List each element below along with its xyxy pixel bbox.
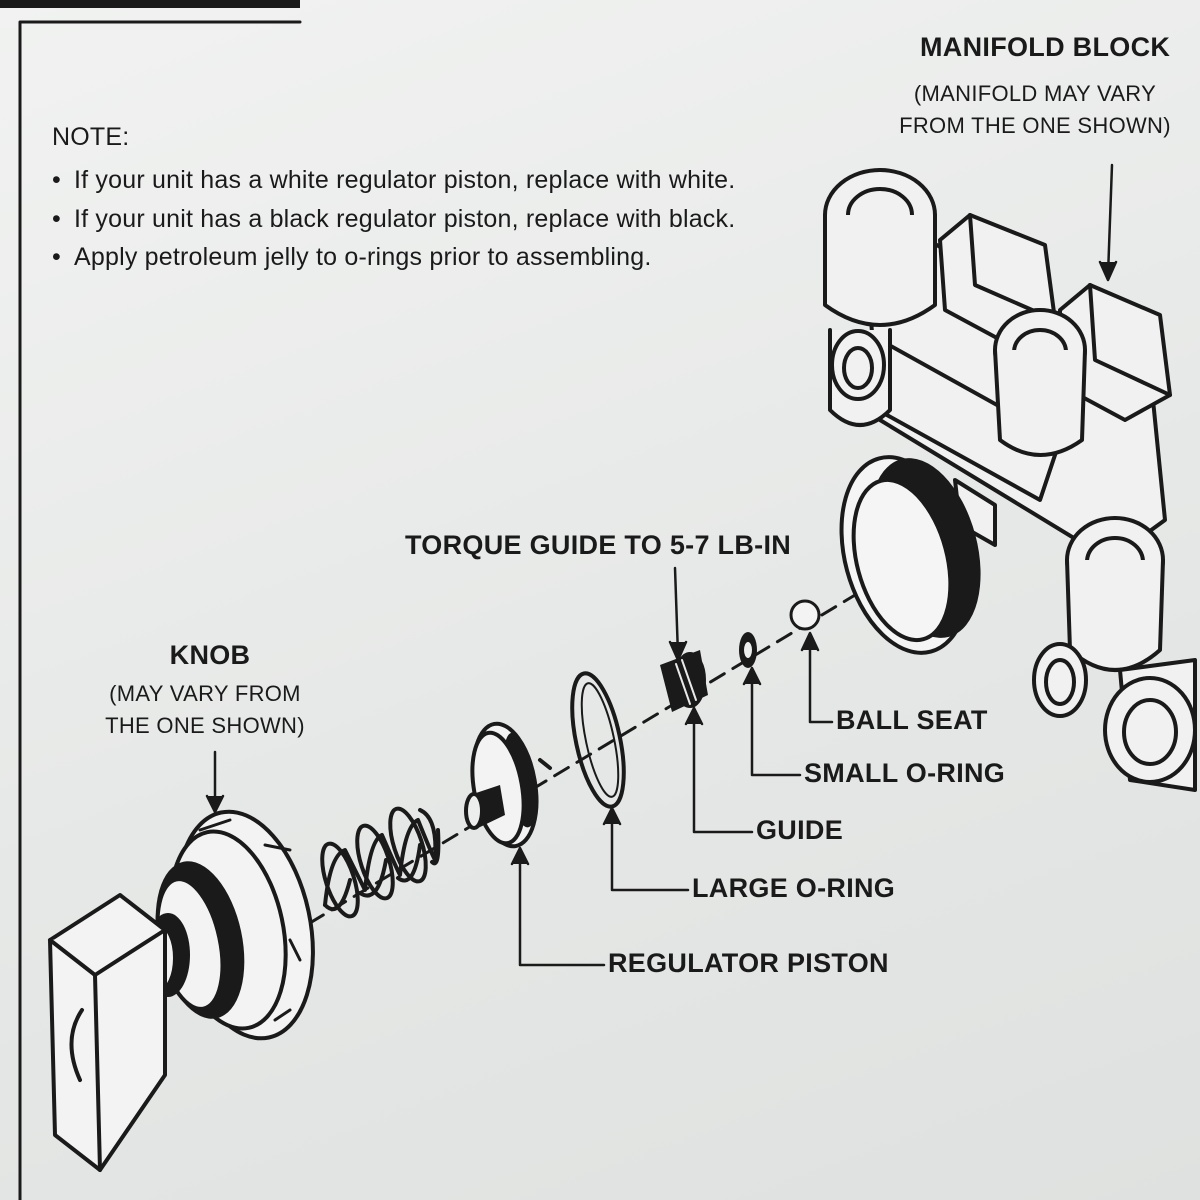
label-manifold-note-2: FROM THE ONE SHOWN) <box>899 113 1171 138</box>
manifold-block <box>823 168 1197 792</box>
label-guide: GUIDE <box>756 815 844 845</box>
ball-seat <box>789 599 821 631</box>
label-torque: TORQUE GUIDE TO 5-7 LB-IN <box>405 530 792 560</box>
label-knob-note-1: (MAY VARY FROM <box>109 681 301 706</box>
page-border-dark <box>0 0 300 8</box>
large-o-ring <box>570 671 626 809</box>
large-o-ring-inner <box>580 682 620 798</box>
spring <box>320 806 441 919</box>
small-o-ring <box>739 632 757 668</box>
label-small-o-ring: SMALL O-RING <box>804 758 1006 788</box>
label-knob-note-2: THE ONE SHOWN) <box>105 713 305 738</box>
label-manifold-block: MANIFOLD BLOCK <box>920 32 1171 62</box>
label-large-o-ring: LARGE O-RING <box>692 873 896 903</box>
regulator-piston <box>464 721 552 849</box>
note-item: If your unit has a black regulator pisto… <box>52 200 772 239</box>
note-title: NOTE: <box>52 123 130 151</box>
note-item: Apply petroleum jelly to o-rings prior t… <box>52 238 772 277</box>
label-knob: KNOB <box>169 640 251 670</box>
note-block: NOTE: If your unit has a white regulator… <box>52 118 772 277</box>
assembly-axis <box>263 578 882 952</box>
guide <box>660 650 708 712</box>
label-regulator-piston: REGULATOR PISTON <box>608 948 889 978</box>
note-item: If your unit has a white regulator pisto… <box>52 161 772 200</box>
label-manifold-note-1: (MANIFOLD MAY VARY <box>913 81 1157 106</box>
knob-assembly <box>48 809 315 1172</box>
leader-lines <box>205 163 1118 967</box>
label-ball-seat: BALL SEAT <box>836 705 988 735</box>
manifold-nut <box>839 455 981 655</box>
page-border <box>18 20 302 1200</box>
note-list: If your unit has a white regulator pisto… <box>52 161 772 277</box>
